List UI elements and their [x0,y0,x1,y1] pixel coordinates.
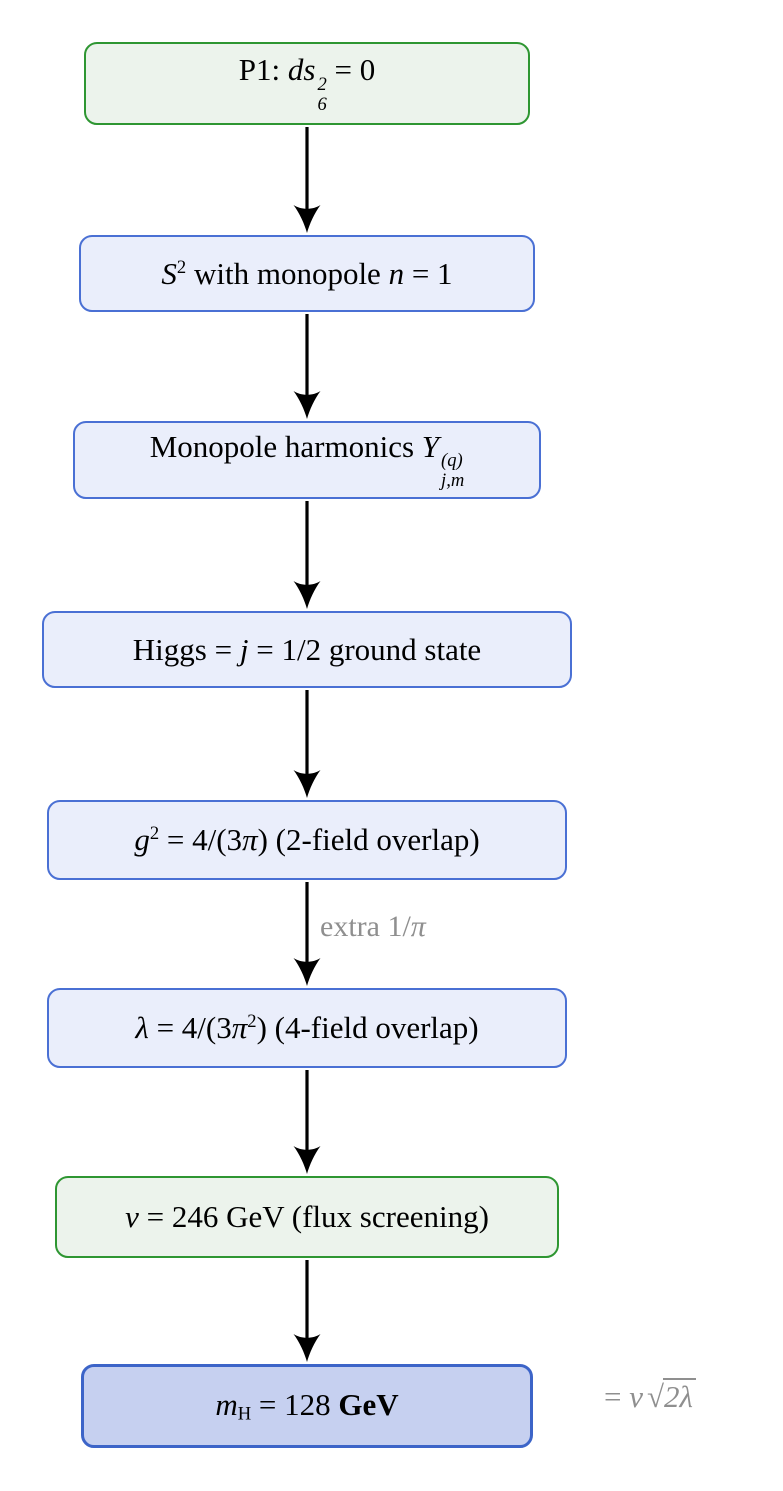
edge-label-extra-pi-text: extra 1/π [320,910,426,943]
node-sphere-monopole-label: S2 with monopole n = 1 [161,255,453,291]
node-higgs-mass-label: mH = 128 GeV [215,1386,399,1425]
arrow-6 [293,1070,321,1174]
arrow-3 [293,501,321,609]
arrow-2 [293,314,321,419]
node-quartic-coupling: λ = 4/(3π2) (4-field overlap) [47,988,567,1068]
node-gauge-coupling-label: g2 = 4/(3π) (2-field overlap) [134,822,480,857]
node-vev: v = 246 GeV (flux screening) [55,1176,559,1258]
side-note-mh-formula: = v√2λ [604,1378,696,1415]
arrow-5 [293,882,321,986]
edge-label-extra-pi: extra 1/π [320,910,426,944]
node-higgs-mass: mH = 128 GeV [81,1364,533,1448]
node-vev-label: v = 246 GeV (flux screening) [125,1199,489,1234]
node-sphere-monopole: S2 with monopole n = 1 [79,235,535,312]
node-gauge-coupling: g2 = 4/(3π) (2-field overlap) [47,800,567,880]
side-note-mh-formula-text: = v√2λ [604,1378,696,1414]
arrow-1 [293,127,321,233]
arrow-7 [293,1260,321,1362]
node-monopole-harmonics: Monopole harmonics Y(q)j,m [73,421,541,499]
arrow-4 [293,690,321,798]
node-quartic-coupling-label: λ = 4/(3π2) (4-field overlap) [135,1010,479,1045]
node-higgs-ground-state-label: Higgs = j = 1/2 ground state [132,631,482,667]
node-higgs-ground-state: Higgs = j = 1/2 ground state [42,611,572,688]
node-monopole-harmonics-label: Monopole harmonics Y(q)j,m [149,428,465,492]
